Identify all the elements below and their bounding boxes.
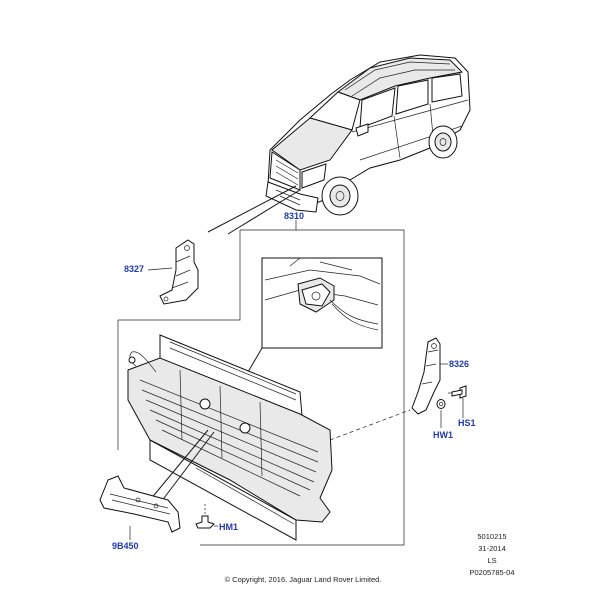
reference-block: 5010215 31-2014 LS P0205785-04: [469, 532, 514, 577]
dashed-line-to-bracket: [329, 409, 411, 441]
callout-hw1[interactable]: HW1: [433, 430, 453, 440]
reference-line-1: 5010215: [477, 532, 506, 541]
leader-inset: [247, 347, 263, 373]
clip-hm1: [195, 504, 215, 529]
callout-8310[interactable]: 8310: [284, 211, 304, 221]
active-vane-panel: [127, 334, 333, 541]
copyright-notice: © Copyright, 2016. Jaguar Land Rover Lim…: [225, 575, 382, 584]
reference-line-2: 31-2014: [478, 544, 506, 553]
leader-vehicle-to-assembly: [207, 185, 297, 233]
bracket-8326: [411, 337, 441, 415]
reference-line-4: P0205785-04: [469, 568, 514, 577]
callout-8326[interactable]: 8326: [449, 359, 469, 369]
detail-inset: [261, 257, 383, 349]
leader-panel-to-bracket: [149, 429, 209, 501]
callout-8327[interactable]: 8327: [124, 264, 144, 274]
bracket-8327: [159, 239, 199, 305]
callout-hs1[interactable]: HS1: [458, 418, 476, 428]
leader-vehicle-to-assembly-2: [227, 189, 301, 235]
callout-hm1[interactable]: HM1: [219, 522, 238, 532]
bracket-9b450: [99, 475, 181, 533]
screw-hs1: [448, 385, 467, 399]
washer-hw1: [436, 399, 446, 409]
reference-line-3: LS: [487, 556, 496, 565]
vehicle-illustration: [265, 54, 471, 216]
callout-9b450[interactable]: 9B450: [112, 541, 139, 551]
assembly-frame: [117, 229, 405, 546]
